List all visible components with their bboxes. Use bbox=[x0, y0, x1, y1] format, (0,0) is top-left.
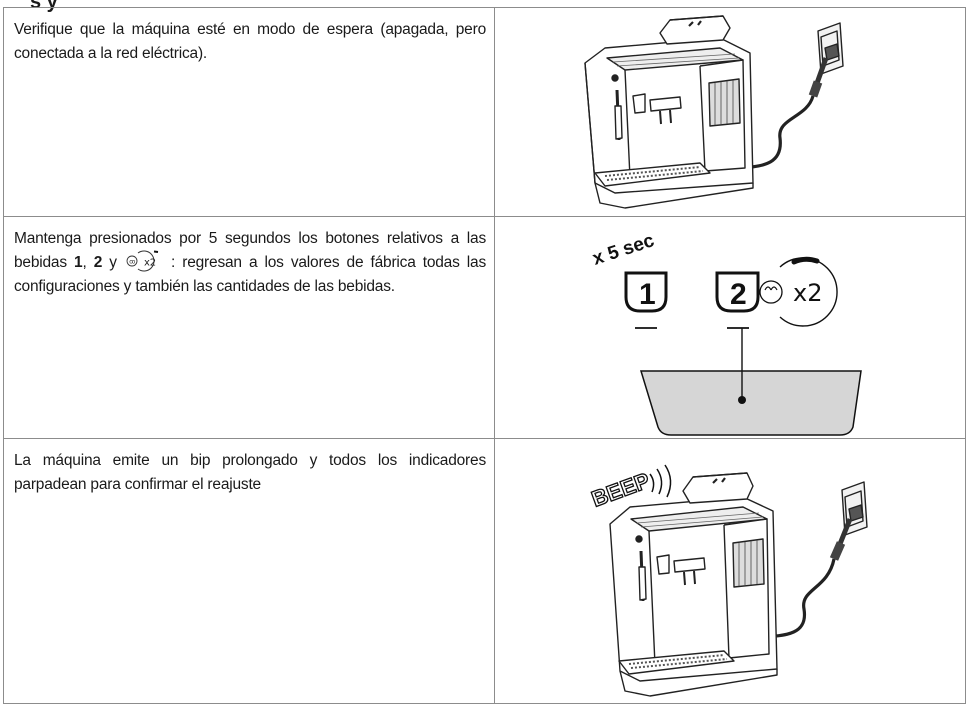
drink-1-label: 1 bbox=[74, 254, 83, 271]
step-2-sep2: y bbox=[102, 254, 124, 271]
step-row-2: Mantenga presionados por 5 segundos los … bbox=[3, 216, 966, 439]
step-1-image-cell bbox=[494, 7, 966, 217]
svg-text:ꝏ: ꝏ bbox=[129, 258, 135, 265]
step-row-1: Verifique que la máquina esté en modo de… bbox=[3, 7, 966, 217]
button-1-number: 1 bbox=[639, 278, 656, 311]
step-row-3: La máquina emite un bip prolongado y tod… bbox=[3, 438, 966, 704]
beep-label: BEEP bbox=[588, 468, 653, 512]
step-1-text: Verifique que la máquina esté en modo de… bbox=[14, 21, 486, 62]
drink-2-label: 2 bbox=[93, 254, 103, 271]
step-2-sep1: , bbox=[82, 254, 94, 271]
button-2-number: 2 bbox=[730, 278, 747, 311]
rinse-x2-inline-icon: ꝏ x2 bbox=[124, 250, 164, 272]
step-2-text: Mantenga presionados por 5 segundos los … bbox=[4, 217, 494, 299]
steps-table: Verifique que la máquina esté en modo de… bbox=[3, 7, 966, 704]
step-3-text-cell: La máquina emite un bip prolongado y tod… bbox=[3, 438, 495, 704]
coffee-machine-plugged-illustration bbox=[584, 15, 844, 209]
rinse-x2-button-icon: x2 bbox=[759, 256, 838, 327]
step-2-text-part2: : regresan a los valores de fábrica toda… bbox=[14, 254, 486, 295]
coffee-machine-beep-illustration: BEEP bbox=[588, 464, 868, 697]
step-2-text-part1: Mantenga presionados por 5 segundos los … bbox=[14, 230, 486, 271]
inline-x2-label: x2 bbox=[144, 257, 156, 268]
step-2-text-cell: Mantenga presionados por 5 segundos los … bbox=[3, 216, 495, 439]
step-2-image-cell: x 5 sec 1 2 bbox=[494, 216, 966, 439]
step-1-text-cell: Verifique que la máquina esté en modo de… bbox=[3, 7, 495, 217]
rinse-x2-label: x2 bbox=[793, 279, 822, 307]
buttons-reset-illustration: x 5 sec 1 2 bbox=[590, 230, 862, 436]
drink-2-button-icon: 2 bbox=[715, 271, 760, 329]
drink-1-button-icon: 1 bbox=[624, 271, 668, 329]
step-3-image-cell: BEEP bbox=[494, 438, 966, 704]
hold-5-sec-label: x 5 sec bbox=[590, 230, 657, 270]
step-3-text: La máquina emite un bip prolongado y tod… bbox=[14, 452, 486, 493]
